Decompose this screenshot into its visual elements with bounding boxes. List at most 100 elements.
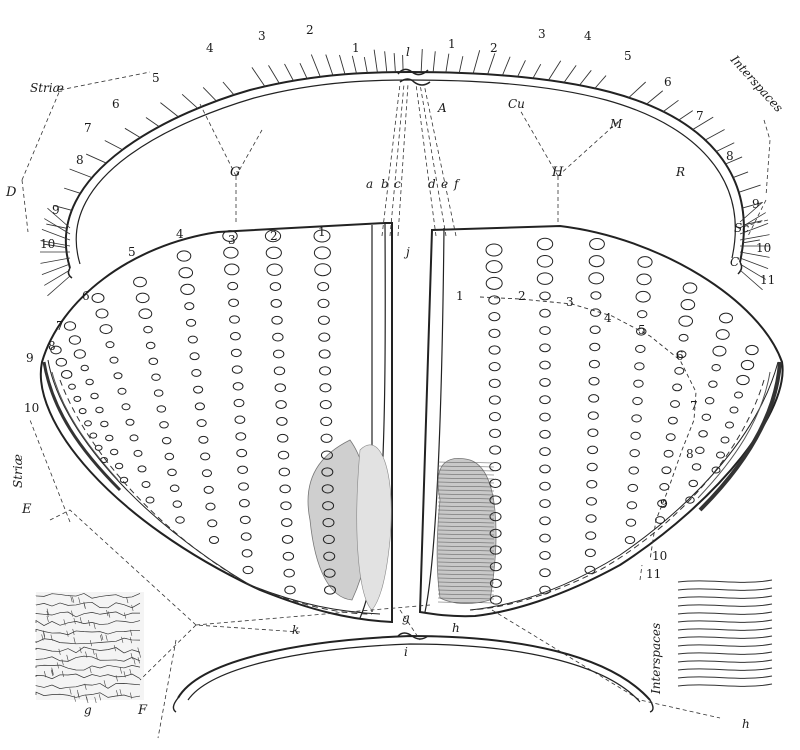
pore <box>681 299 695 309</box>
hair-bristle <box>433 51 435 72</box>
pore <box>702 414 711 420</box>
pore <box>74 396 81 401</box>
pore <box>85 421 92 426</box>
label-striae-side: Striæ <box>11 454 25 488</box>
pore <box>586 498 596 506</box>
pore <box>540 465 551 473</box>
pore <box>280 485 290 493</box>
fiber-line <box>678 628 772 630</box>
pore <box>720 313 733 323</box>
hair-bristle <box>488 53 495 74</box>
pore <box>664 450 673 457</box>
label-h: h <box>452 621 460 635</box>
label-l: l <box>406 45 410 59</box>
label-Sc: Sc <box>734 221 749 235</box>
pore <box>197 420 206 427</box>
row-number-labels: 1234567891012345678910111234567891012345… <box>24 23 775 581</box>
pore <box>190 353 199 360</box>
pore <box>56 358 66 366</box>
stria-number-right: 3 <box>538 27 546 41</box>
wing-row-number-left: 3 <box>228 233 236 247</box>
fiber-line <box>678 612 772 614</box>
pore <box>144 326 153 332</box>
pore <box>277 418 287 426</box>
fiber-line <box>678 588 772 590</box>
pore <box>540 396 551 404</box>
pore <box>540 500 551 508</box>
hair-bristle <box>739 185 761 192</box>
hair-bristle <box>459 56 463 73</box>
label-R: R <box>675 165 685 179</box>
pore <box>737 375 749 384</box>
pore <box>689 480 698 486</box>
hair-bristle <box>203 87 216 101</box>
stria-number-right: 2 <box>490 41 498 55</box>
pore <box>154 390 163 396</box>
pore <box>236 433 246 440</box>
pore <box>170 485 179 491</box>
pore <box>630 450 640 457</box>
pore <box>589 378 599 386</box>
pore <box>232 366 242 373</box>
pore <box>118 388 126 394</box>
label-g: g <box>402 611 410 625</box>
pore <box>235 416 245 423</box>
pore <box>321 417 332 425</box>
tip-bristle <box>40 258 70 263</box>
stria-number-left: 7 <box>84 121 92 135</box>
pore <box>585 549 595 557</box>
stria-number-left: 1 <box>352 41 360 55</box>
pore <box>705 398 714 404</box>
pore <box>668 417 677 424</box>
pore <box>168 469 177 475</box>
pore <box>61 371 71 379</box>
pore <box>238 466 248 473</box>
pore <box>176 517 185 523</box>
pore <box>273 350 283 358</box>
pore <box>284 569 294 577</box>
pore <box>282 536 292 544</box>
stria-number-right: 1 <box>448 37 456 51</box>
pore <box>589 360 599 368</box>
pore <box>92 294 104 303</box>
hair-bristle <box>105 140 123 149</box>
pore <box>635 363 645 370</box>
pore <box>201 453 210 460</box>
wing-row-number-left: 5 <box>128 245 136 259</box>
pore <box>209 537 218 544</box>
wing-row-number-left: 4 <box>176 227 184 241</box>
pore <box>321 434 332 442</box>
pore <box>160 422 169 428</box>
stria-number-right: 9 <box>752 197 760 211</box>
stria-number-left: 4 <box>206 41 214 55</box>
hair-bristle <box>629 82 646 98</box>
pore <box>721 437 729 443</box>
wing-row-number-left: 2 <box>270 229 278 243</box>
stria-number-left: 5 <box>152 71 160 85</box>
pore <box>692 464 701 470</box>
label-h-inset: h <box>742 717 750 731</box>
pore <box>199 436 208 443</box>
pore <box>489 396 500 404</box>
pore <box>173 501 182 507</box>
pore <box>110 449 117 455</box>
label-k: k <box>292 623 299 637</box>
pore <box>537 238 552 250</box>
pore <box>633 397 643 404</box>
pore <box>272 316 282 324</box>
pore <box>270 283 280 291</box>
hair-bristle <box>503 57 511 75</box>
pore <box>242 550 252 557</box>
pore <box>146 342 155 348</box>
fiber-line <box>678 684 772 686</box>
label-interspaces-top: Interspaces <box>727 52 786 115</box>
hair-bristle <box>394 53 395 72</box>
label-F: F <box>137 703 148 718</box>
pore <box>278 451 288 459</box>
rim-dashes <box>470 380 764 610</box>
pore <box>315 264 331 276</box>
pore <box>540 517 551 525</box>
label-M: M <box>609 117 623 131</box>
pore <box>237 449 247 456</box>
pore <box>638 257 652 268</box>
